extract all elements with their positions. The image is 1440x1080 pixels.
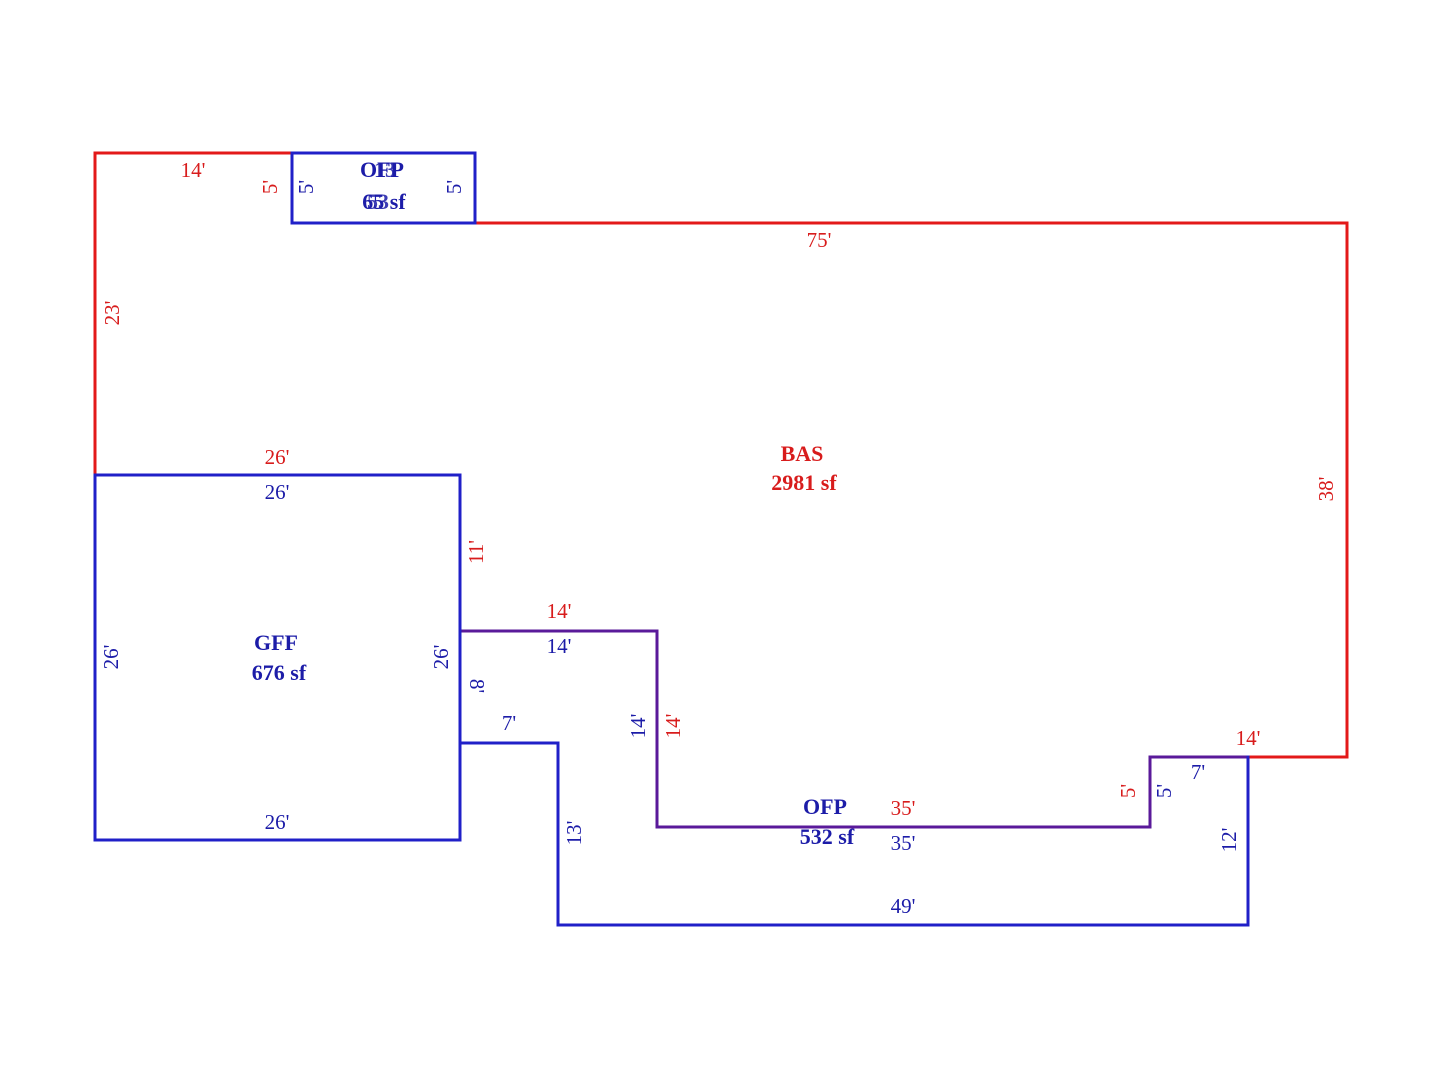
dim-ofp-left-lower: 13' [562,821,586,846]
ofp-top-outline [290,151,477,225]
dim-ofp-inner-top: 14' [547,634,572,658]
gff-outline [93,473,462,842]
dim-gff-left: 26' [99,645,123,670]
dim-bas-inner-top: 14' [547,599,572,623]
dim-ofp-bottom: 49' [891,894,916,918]
ofp-top-area-sf: 65 sf [362,189,406,214]
dim-gff-top: 26' [265,480,290,504]
dim-ofp-inner-left: 8' [465,679,489,693]
gff-area-sf: 676 sf [252,660,307,685]
dim-ofp-top-left: 5' [294,180,318,194]
dim-bas-left: 23' [100,301,124,326]
gff-area-name: GFF [254,630,298,655]
ofp-top-area-name-overlap: 13 [374,157,396,182]
dim-bas-bottom-right: 14' [1236,726,1261,750]
dim-bas-step-down: 5' [1116,784,1140,798]
ofp-bottom-area-sf: 532 sf [800,824,855,849]
dim-bas-notch: 5' [258,180,282,194]
dim-bas-bottom: 35' [891,796,916,820]
dim-ofp-right-top: 7' [1191,760,1205,784]
dim-ofp-bottom-inner: 35' [891,831,916,855]
bas-outline-right [473,221,1349,759]
bas-ofp-shared-edge [458,629,1250,829]
dim-gff-right: 26' [429,645,453,670]
bas-outline [93,151,294,477]
ofp-top-area-name: OFP [360,157,404,182]
dim-ofp-inner-step: 7' [502,711,516,735]
dim-bas-gff-top: 26' [265,445,290,469]
bas-area-sf: 2981 sf [771,470,837,495]
dim-bas-inner-left: 11' [464,540,488,564]
bas-area-name: BAS [781,441,824,466]
ofp-bottom-outline [458,741,1250,927]
ofp-bottom-area-name: OFP [803,794,847,819]
dim-ofp-inner-vertical: 14' [626,714,650,739]
ofp-top-area-sf-overlap: 53 [367,189,389,214]
dim-bas-right: 38' [1314,477,1338,502]
dim-ofp-right: 12' [1217,828,1241,853]
dim-ofp-top-right: 5' [442,180,466,194]
dim-bas-top-left: 14' [181,158,206,182]
dim-bas-top: 75' [807,228,832,252]
dim-ofp-right-step: 5' [1152,784,1176,798]
dim-gff-bottom: 26' [265,810,290,834]
dim-bas-inner-vertical: 14' [661,714,685,739]
